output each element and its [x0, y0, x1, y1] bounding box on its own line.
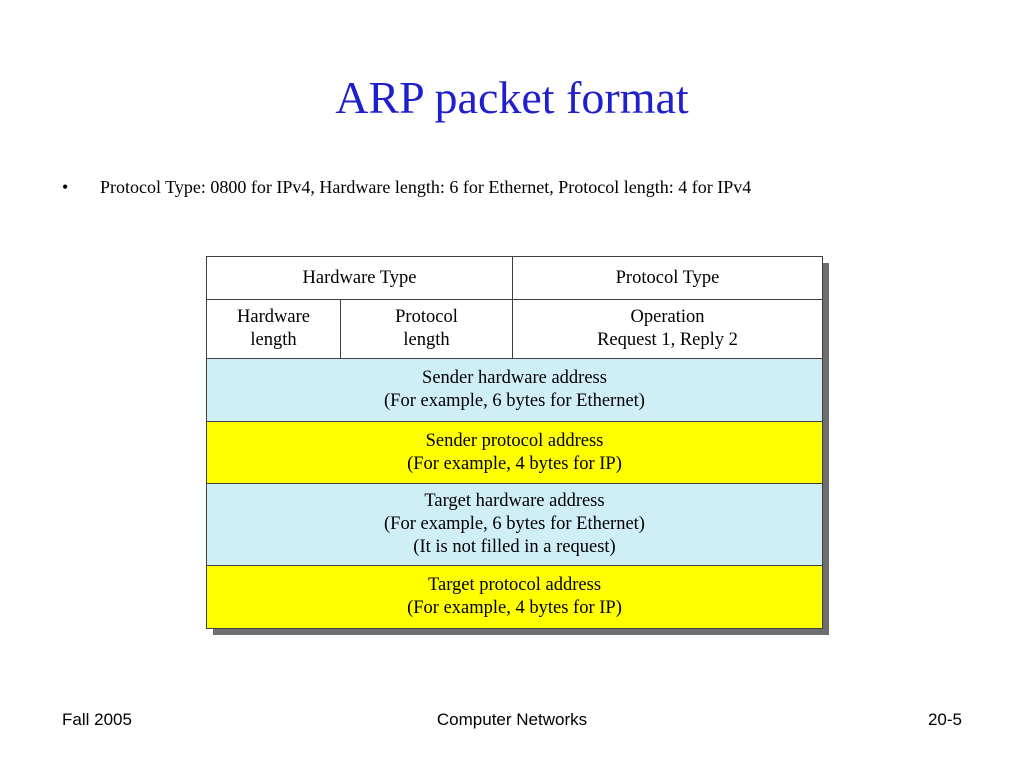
- bullet-marker: •: [62, 177, 69, 197]
- field-target-protocol-address: Target protocol address (For example, 4 …: [206, 565, 823, 629]
- arp-packet-table: Hardware Type Protocol Type Hardware len…: [206, 256, 823, 629]
- packet-row-6: Target protocol address (For example, 4 …: [206, 565, 823, 629]
- packet-row-1: Hardware Type Protocol Type: [206, 256, 823, 300]
- field-operation: Operation Request 1, Reply 2: [512, 299, 823, 359]
- footer-slide-number: 20-5: [927, 710, 962, 729]
- arp-packet-diagram: Hardware Type Protocol Type Hardware len…: [206, 256, 829, 635]
- packet-row-2: Hardware length Protocol length Operatio…: [206, 299, 823, 359]
- field-protocol-type: Protocol Type: [512, 256, 823, 300]
- slide-title: ARP packet format: [335, 72, 689, 123]
- field-target-hardware-address: Target hardware address (For example, 6 …: [206, 483, 823, 566]
- field-protocol-length: Protocol length: [340, 299, 513, 359]
- field-hardware-type: Hardware Type: [206, 256, 513, 300]
- packet-row-3: Sender hardware address (For example, 6 …: [206, 358, 823, 422]
- bullet-item: • Protocol Type: 0800 for IPv4, Hardware …: [62, 176, 751, 198]
- packet-row-4: Sender protocol address (For example, 4 …: [206, 421, 823, 484]
- field-hardware-length: Hardware length: [206, 299, 341, 359]
- field-sender-hardware-address: Sender hardware address (For example, 6 …: [206, 358, 823, 422]
- bullet-text: Protocol Type: 0800 for IPv4, Hardware l…: [100, 177, 752, 197]
- footer-date: Fall 2005: [62, 710, 132, 729]
- footer-course: Computer Networks: [436, 710, 588, 729]
- packet-row-5: Target hardware address (For example, 6 …: [206, 483, 823, 566]
- field-sender-protocol-address: Sender protocol address (For example, 4 …: [206, 421, 823, 484]
